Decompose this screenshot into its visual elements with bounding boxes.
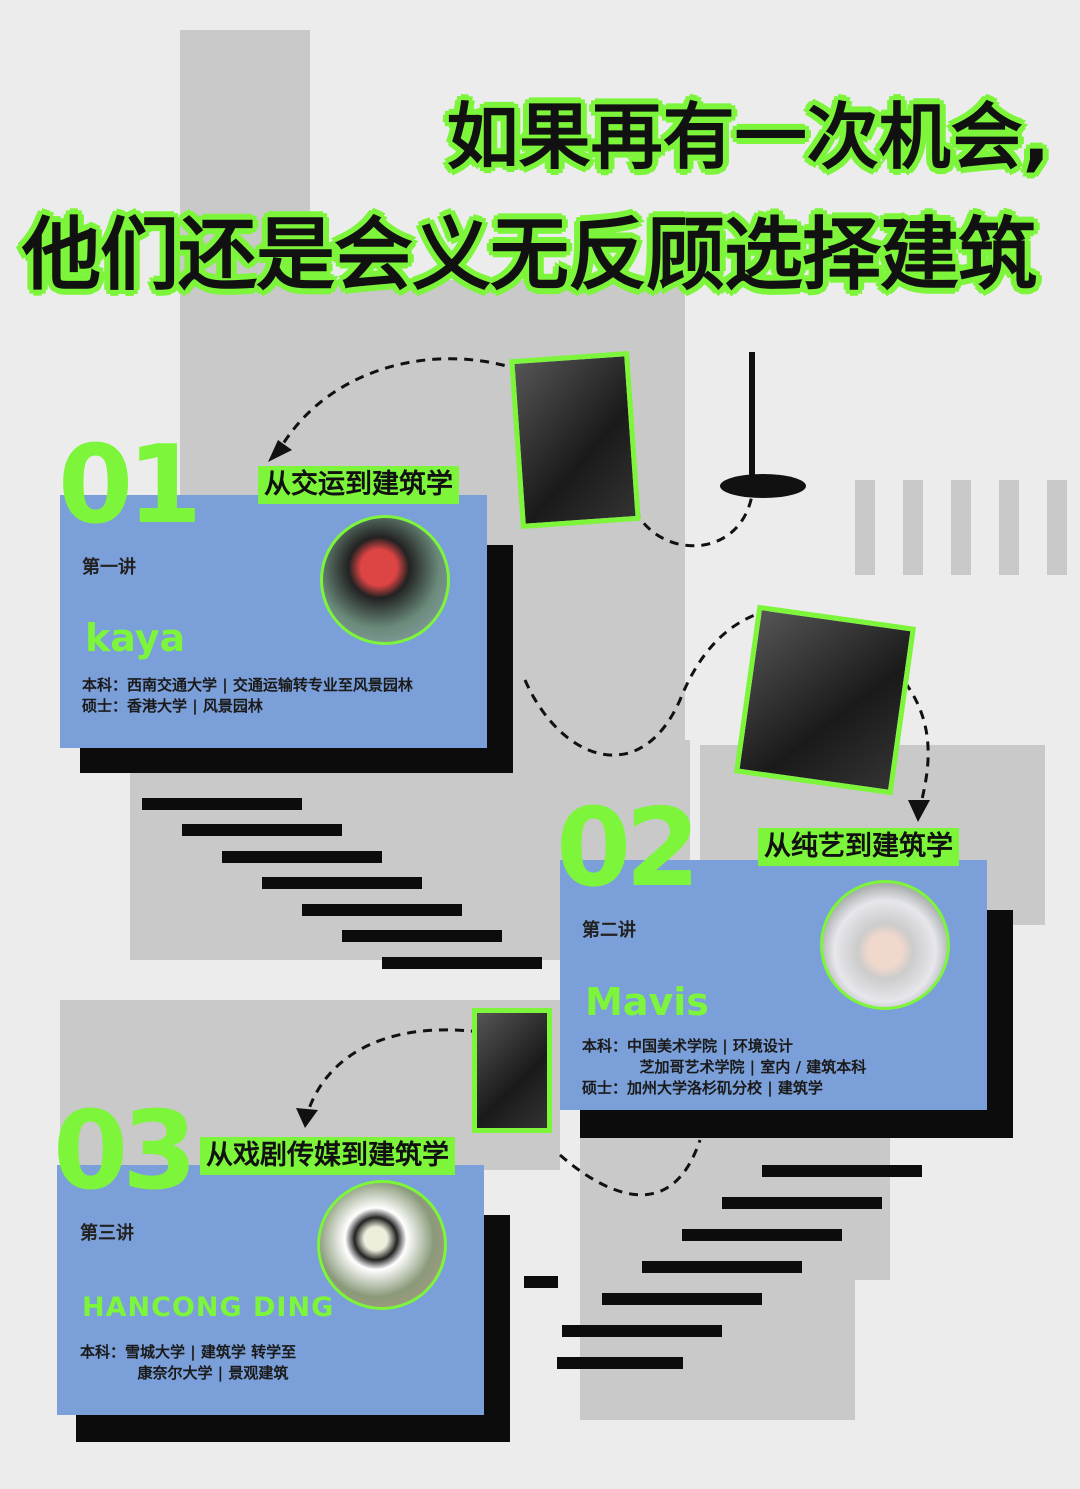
avatar bbox=[317, 1180, 447, 1310]
lecture-tag: 从戏剧传媒到建筑学 bbox=[200, 1137, 455, 1175]
lecture-label: 第三讲 bbox=[80, 1223, 134, 1244]
lecture-label: 第一讲 bbox=[82, 557, 136, 578]
arrow-left-shape bbox=[570, 565, 660, 595]
title-line-1: 如果再有一次机会, bbox=[446, 95, 1050, 179]
dashed-path-2 bbox=[633, 494, 754, 548]
lecture-tag: 从纯艺到建筑学 bbox=[758, 828, 959, 866]
speaker-name: Mavis bbox=[585, 980, 709, 1024]
building-photo-3 bbox=[472, 1008, 552, 1133]
pin-stem bbox=[749, 352, 755, 487]
lecture-label: 第二讲 bbox=[582, 920, 636, 941]
speaker-name: HANCONG DING bbox=[82, 1292, 335, 1323]
building-photo-2 bbox=[733, 604, 917, 796]
dashed-path-3 bbox=[523, 608, 771, 757]
dashed-path-5 bbox=[303, 1028, 481, 1123]
dashed-path-6 bbox=[559, 1139, 702, 1197]
vertical-bars bbox=[855, 480, 1080, 575]
arrowhead-icon bbox=[268, 440, 292, 462]
arrowhead-icon bbox=[296, 1108, 318, 1128]
lecture-number: 02 bbox=[556, 786, 700, 911]
title-line-2: 他们还是会义无反顾选择建筑 bbox=[22, 209, 1037, 301]
lecture-tag: 从交运到建筑学 bbox=[258, 466, 459, 504]
education-info: 本科：雪城大学 | 建筑学 转学至 康奈尔大学 | 景观建筑 bbox=[80, 1343, 297, 1382]
pin-base bbox=[720, 474, 806, 498]
lecture-number: 03 bbox=[53, 1089, 197, 1214]
avatar bbox=[320, 515, 450, 645]
education-info: 本科：中国美术学院 | 环境设计 芝加哥艺术学院 | 室内 / 建筑本科 硕士：… bbox=[582, 1037, 867, 1097]
bg-block bbox=[580, 1130, 855, 1420]
building-photo-1 bbox=[509, 351, 641, 529]
speaker-name: kaya bbox=[85, 616, 186, 660]
avatar bbox=[820, 880, 950, 1010]
dashed-path-4 bbox=[893, 668, 930, 816]
dashed-path-1 bbox=[273, 357, 521, 459]
education-info: 本科：西南交通大学 | 交通运输转专业至风景园林 硕士：香港大学 | 风景园林 bbox=[82, 676, 413, 715]
lecture-number: 01 bbox=[58, 423, 202, 548]
arrowhead-icon bbox=[908, 800, 930, 822]
